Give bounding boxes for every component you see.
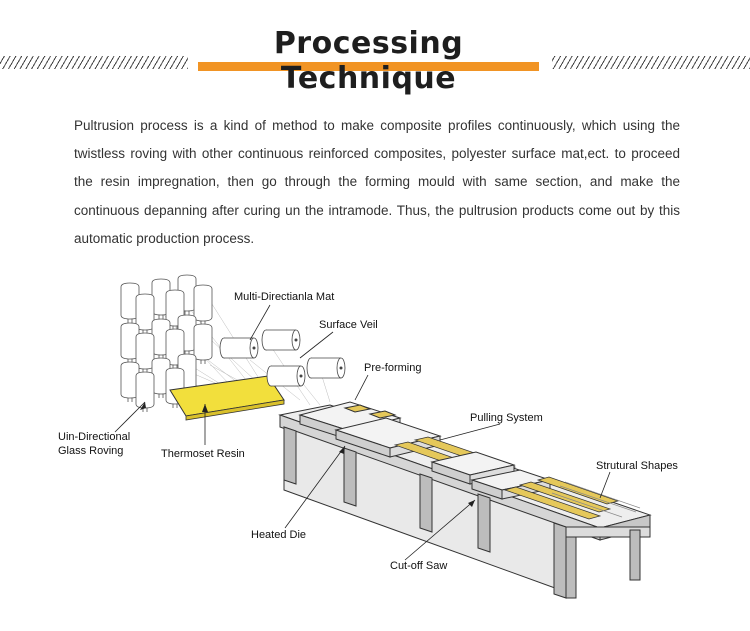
mat-rolls [219, 329, 346, 387]
decorative-hatch-left [0, 56, 188, 69]
label-multi-directional-mat: Multi-Directianla Mat [234, 291, 334, 303]
title-underline [198, 62, 539, 71]
label-cut-off-saw: Cut-off Saw [390, 560, 447, 572]
leader-lines [114, 304, 611, 561]
label-pre-forming: Pre-forming [364, 362, 421, 374]
leader-arrowheads [140, 402, 475, 507]
label-thermoset-resin: Thermoset Resin [161, 448, 245, 460]
label-heated-die: Heated Die [251, 529, 306, 541]
decorative-hatch-right [552, 56, 750, 69]
structural-shapes [503, 476, 641, 520]
label-pulling-system: Pulling System [470, 412, 543, 424]
pulling-blocks [430, 451, 552, 500]
description-paragraph: Pultrusion process is a kind of method t… [74, 118, 680, 246]
label-roving-line2: Glass Roving [58, 445, 123, 457]
label-roving-line1: Uin-Directional [58, 431, 130, 443]
label-structural-shapes: Strutural Shapes [596, 460, 678, 472]
header: Processing Technique [0, 0, 750, 96]
label-surface-veil: Surface Veil [319, 319, 378, 331]
page-title: Processing Technique [273, 26, 464, 96]
resin-bath [169, 375, 285, 421]
